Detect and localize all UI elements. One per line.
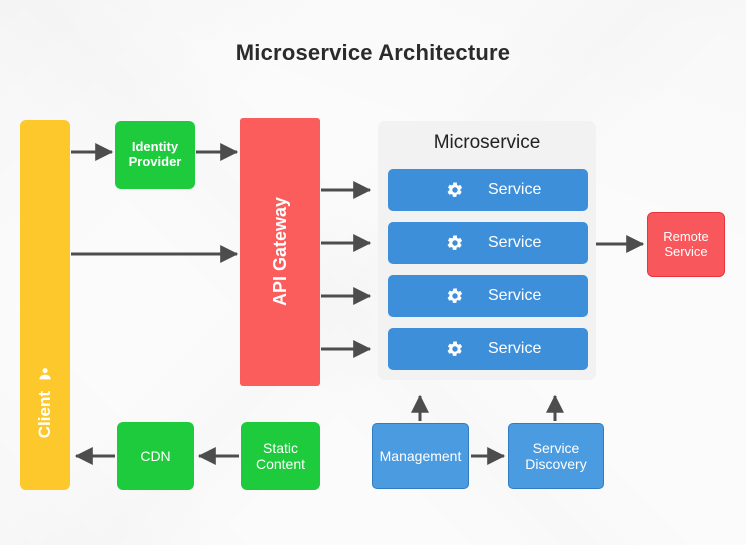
node-static-content[interactable]: Static Content	[241, 422, 320, 490]
gear-icon	[446, 181, 464, 199]
node-service-4[interactable]: Service	[388, 328, 588, 370]
identity-provider-label: Identity Provider	[128, 139, 182, 169]
microservice-title: Microservice	[433, 132, 541, 153]
service-label: Service	[488, 340, 542, 357]
diagram-title: Microservice Architecture	[235, 40, 511, 65]
node-api-gateway[interactable]: API Gateway	[240, 118, 320, 386]
gear-icon	[446, 287, 464, 305]
node-client[interactable]: Client	[20, 120, 70, 490]
management-label: Management	[379, 447, 462, 464]
cdn-label: CDN	[140, 447, 171, 464]
gear-icon	[446, 234, 464, 252]
api-gateway-label: API Gateway	[269, 197, 290, 307]
node-microservice-container: Microservice Service Service	[378, 121, 596, 380]
client-label-group: Client	[35, 366, 55, 438]
client-label: Client	[35, 390, 55, 438]
remote-service-label: Remote Service	[663, 228, 709, 259]
user-icon	[36, 366, 53, 381]
node-service-3[interactable]: Service	[388, 275, 588, 317]
node-identity-provider[interactable]: Identity Provider	[115, 121, 195, 189]
node-management[interactable]: Management	[372, 423, 469, 489]
gear-icon	[446, 340, 464, 358]
service-label: Service	[488, 234, 542, 251]
node-service-1[interactable]: Service	[388, 169, 588, 211]
node-remote-service[interactable]: Remote Service	[647, 212, 725, 277]
node-cdn[interactable]: CDN	[117, 422, 194, 490]
node-service-2[interactable]: Service	[388, 222, 588, 264]
service-label: Service	[488, 287, 542, 304]
service-label: Service	[488, 181, 542, 198]
service-discovery-label: Service Discovery	[525, 439, 587, 472]
static-content-label: Static Content	[255, 439, 306, 472]
node-service-discovery[interactable]: Service Discovery	[508, 423, 604, 489]
